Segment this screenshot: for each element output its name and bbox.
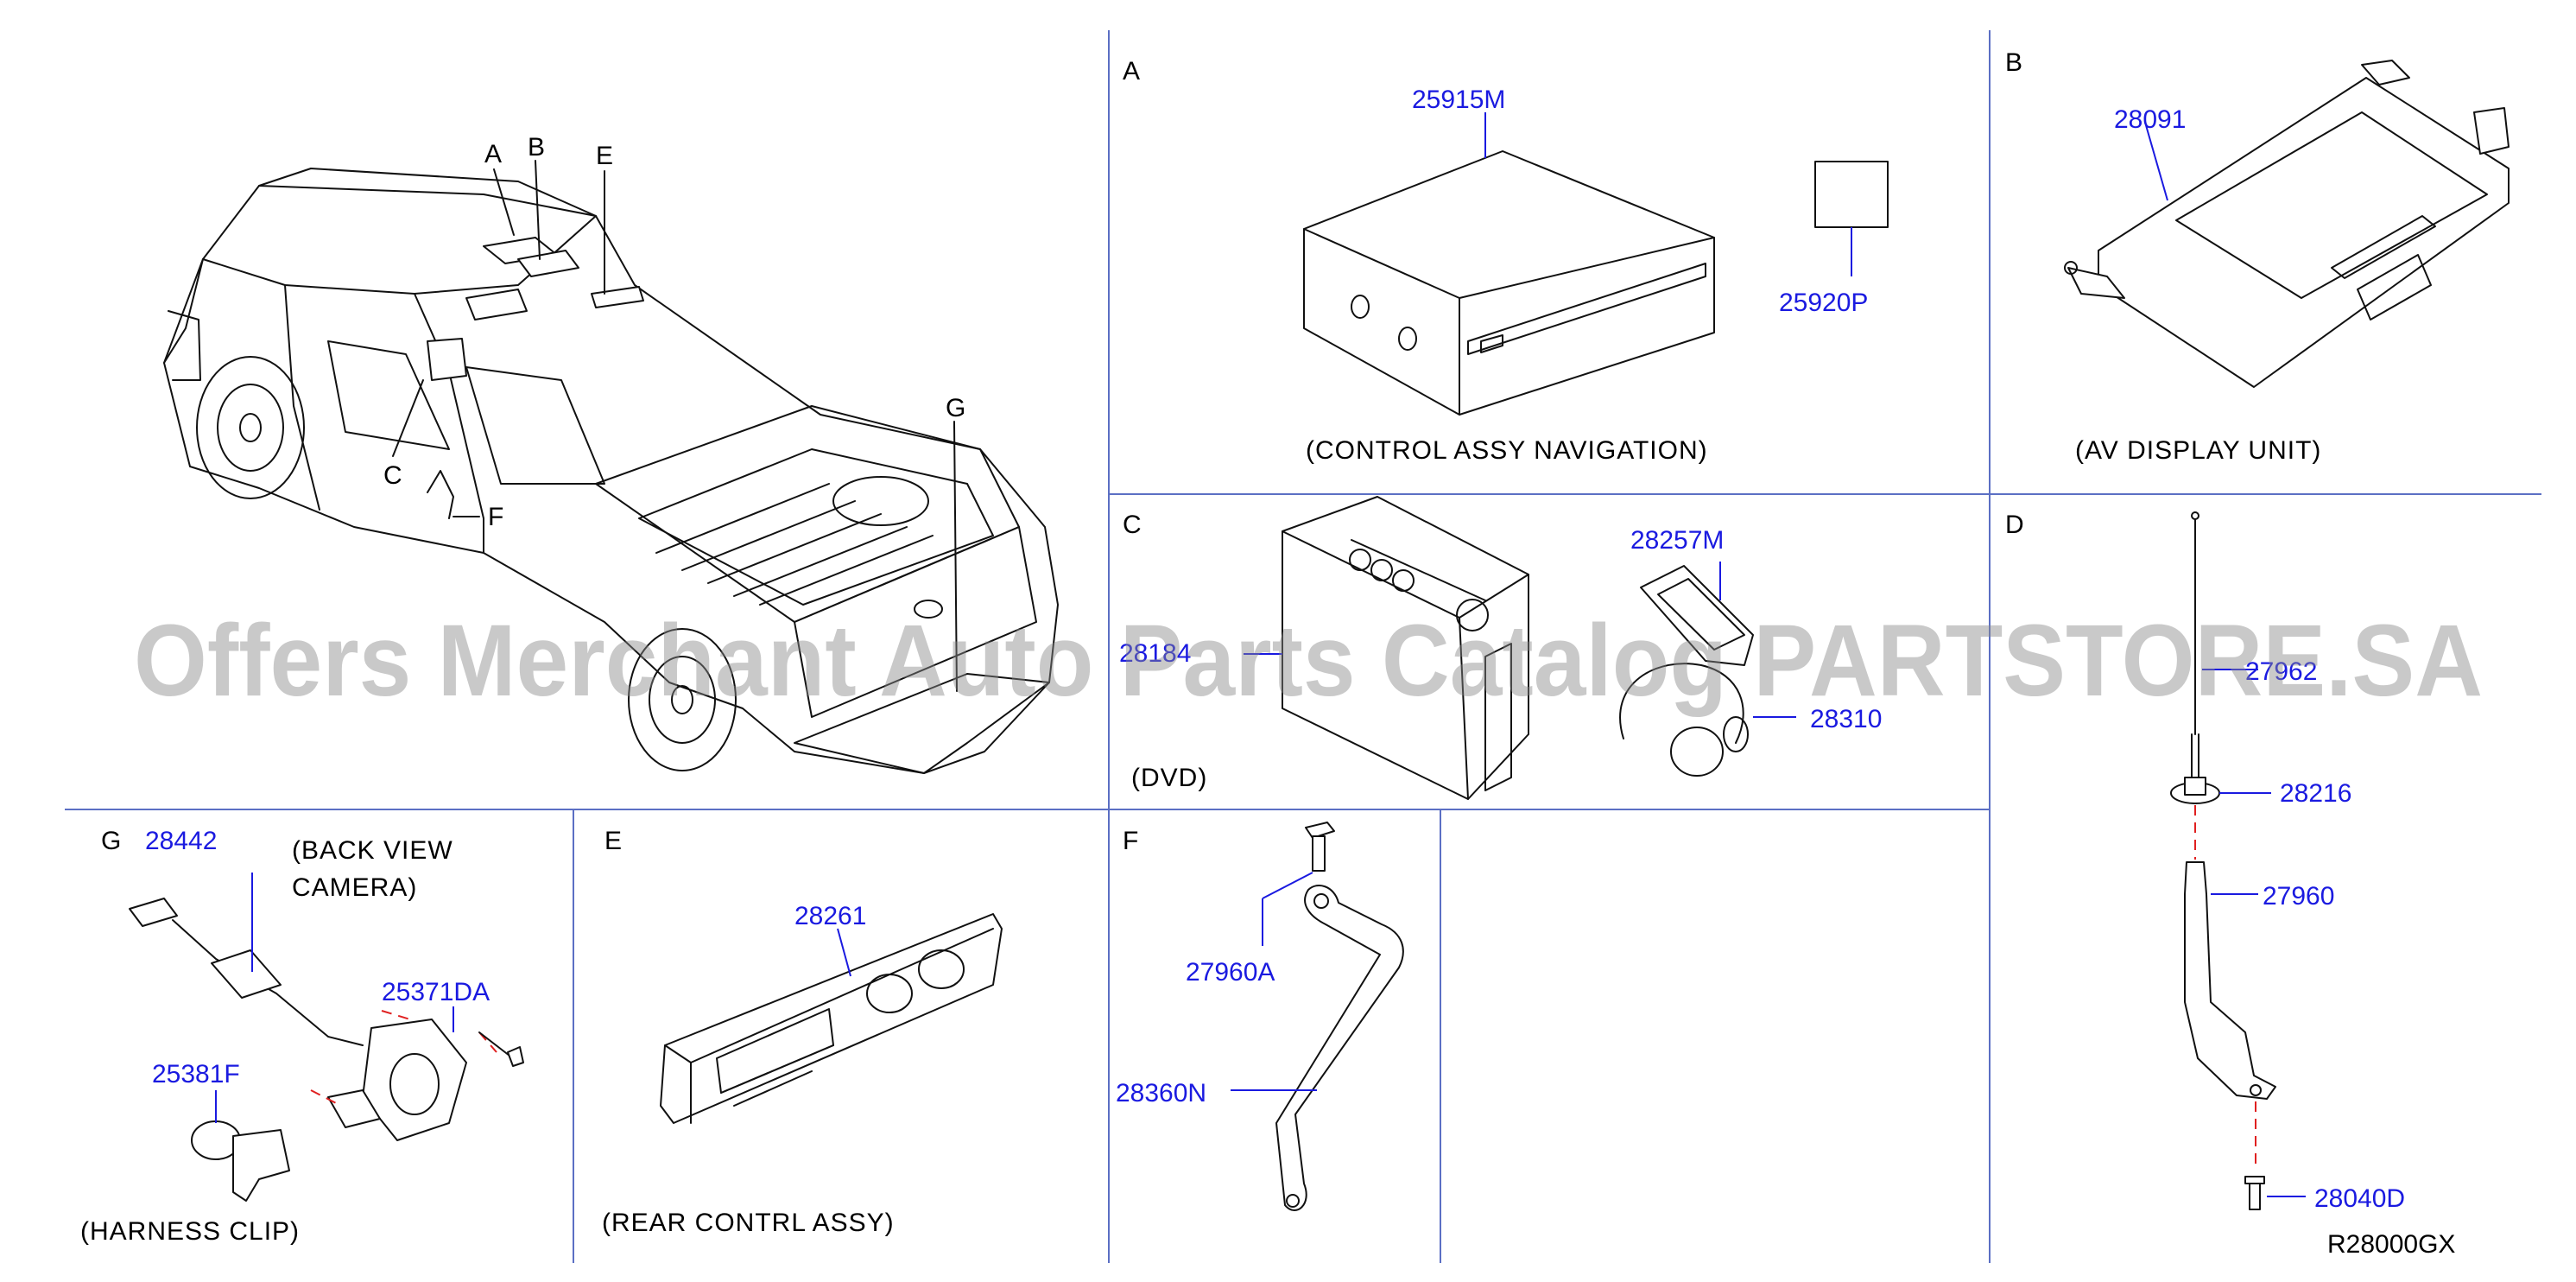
vehicle-overview: A B E C F G [163, 133, 1059, 774]
navigation-label-sticker [1814, 161, 1889, 228]
truck-illustration [163, 168, 1059, 774]
rear-control-assembly [660, 913, 1003, 1124]
section-f: F 27960A 28360N [1116, 822, 1404, 1211]
dvd-player [1282, 496, 1529, 800]
section-dividers [65, 30, 2541, 1263]
part-number-back-camera[interactable]: 28442 [145, 827, 217, 855]
part-number-headphones[interactable]: 28310 [1810, 705, 1882, 733]
section-a: A 25915M 25920P (CONTROL ASSY NAVIGATION… [1123, 57, 1889, 465]
part-number-ground-strap[interactable]: 28360N [1116, 1079, 1206, 1107]
section-b-caption: (AV DISPLAY UNIT) [2075, 436, 2321, 465]
section-f-letter: F [1123, 827, 1138, 855]
back-view-camera [129, 898, 467, 1141]
section-e-letter: E [604, 827, 622, 855]
vehicle-callout-g: G [946, 394, 965, 422]
section-e-caption: (REAR CONTRL ASSY) [602, 1209, 895, 1237]
antenna-screw [2244, 1176, 2265, 1210]
antenna-bracket [2184, 861, 2276, 1100]
section-d-letter: D [2005, 511, 2024, 539]
antenna-base [2170, 777, 2220, 804]
section-c-letter: C [1123, 511, 1142, 539]
diagram-id: R28000GX [2327, 1230, 2455, 1259]
part-number-navigation-unit[interactable]: 25915M [1412, 86, 1505, 114]
section-b-letter: B [2005, 48, 2022, 77]
section-g-caption-bottom: (HARNESS CLIP) [80, 1217, 300, 1246]
vehicle-callout-a: A [484, 140, 502, 168]
part-number-av-display[interactable]: 28091 [2114, 105, 2186, 134]
av-display-unit [2064, 60, 2510, 388]
harness-clip [191, 1120, 290, 1202]
vehicle-callout-leaders [392, 160, 955, 517]
section-c: C 28184 28257M 28310 (DVD) [1119, 496, 1882, 800]
section-g: G 28442 (BACK VIEW CAMERA) 25371DA 25381… [80, 827, 524, 1246]
watermark-text: Offers Merchant Auto Parts Catalog PARTS… [134, 604, 2483, 718]
vehicle-callout-e: E [596, 142, 613, 170]
antenna-rod [2191, 511, 2199, 783]
part-number-antenna-base[interactable]: 28216 [2280, 779, 2351, 808]
vehicle-callout-c: C [383, 461, 402, 490]
part-number-rear-control[interactable]: 28261 [794, 902, 866, 930]
bracket-screw [478, 1031, 524, 1067]
part-number-navigation-label[interactable]: 25920P [1779, 289, 1868, 317]
section-a-caption: (CONTROL ASSY NAVIGATION) [1306, 436, 1708, 465]
part-number-antenna-screw[interactable]: 28040D [2314, 1184, 2405, 1213]
section-e: E 28261 (REAR CONTRL ASSY) [602, 827, 1003, 1237]
part-number-antenna-rod[interactable]: 27962 [2245, 657, 2317, 686]
section-d: D 27962 28216 27960 28040D [2005, 511, 2405, 1213]
section-g-caption-line2: CAMERA) [292, 873, 417, 902]
section-g-letter: G [101, 827, 121, 855]
part-number-ground-bolt[interactable]: 27960A [1186, 958, 1275, 987]
vehicle-callout-b: B [528, 133, 545, 162]
navigation-control-unit [1303, 150, 1715, 416]
wireless-headphones [1619, 663, 1749, 777]
ground-bolt [1305, 822, 1335, 872]
part-number-dvd-player[interactable]: 28184 [1119, 639, 1191, 668]
section-c-caption: (DVD) [1131, 764, 1207, 792]
vehicle-callout-f: F [488, 503, 503, 531]
ground-strap [1275, 885, 1404, 1211]
part-number-remote-control[interactable]: 28257M [1630, 526, 1724, 555]
part-number-antenna-bracket[interactable]: 27960 [2263, 882, 2334, 911]
part-number-camera-bracket[interactable]: 25371DA [382, 978, 490, 1006]
section-b: B 28091 (AV DISPLAY UNIT) [2005, 48, 2510, 465]
remote-control [1640, 565, 1754, 666]
section-a-letter: A [1123, 57, 1140, 86]
section-g-caption-line1: (BACK VIEW [292, 836, 453, 865]
part-number-harness-clip[interactable]: 25381F [152, 1060, 240, 1088]
